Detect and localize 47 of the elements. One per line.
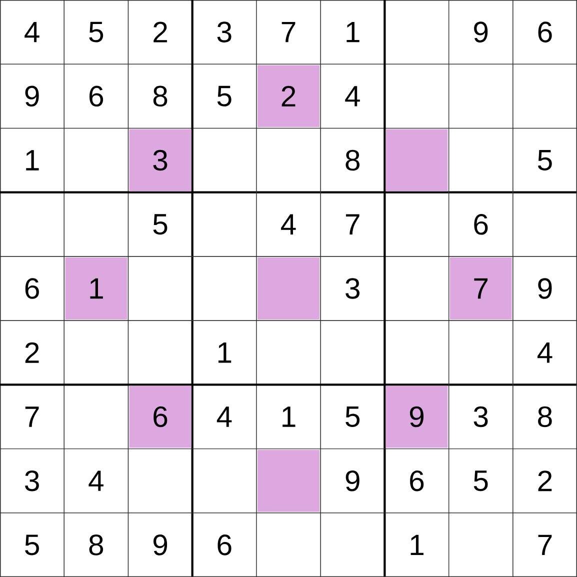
cell-digit: 8 xyxy=(538,406,552,428)
cell-digit: 5 xyxy=(217,86,232,106)
cell-digit: 7 xyxy=(346,214,360,234)
cell-digit: 9 xyxy=(346,470,360,492)
cell-digit: 2 xyxy=(25,342,39,363)
cell-digit: 1 xyxy=(218,342,232,363)
highlighted-cell: 9 xyxy=(386,386,448,448)
cell-digit: 3 xyxy=(25,470,39,492)
cell-digit: 7 xyxy=(538,534,552,556)
cell-digit: 1 xyxy=(410,534,424,556)
cell-digit: 1 xyxy=(346,22,360,42)
cell-digit: 4 xyxy=(281,214,296,234)
cell-digit: 2 xyxy=(538,470,552,492)
highlighted-cell: 7 xyxy=(450,258,512,320)
cell-digit: 4 xyxy=(88,470,104,491)
highlighted-cell: 1 xyxy=(65,258,128,320)
highlighted-cell xyxy=(386,129,448,192)
cell-digit: 9 xyxy=(474,22,488,42)
cell-digit: 5 xyxy=(153,214,168,235)
cell-digit: 4 xyxy=(537,342,552,363)
cell-digit: 5 xyxy=(538,150,552,171)
cell-digit: 1 xyxy=(282,406,296,427)
cell-digit: 5 xyxy=(25,534,39,556)
cell-digit: 3 xyxy=(217,22,232,42)
highlighted-cell xyxy=(258,450,320,512)
cell-digit: 2 xyxy=(154,22,167,42)
cell-digit: 9 xyxy=(154,534,168,556)
cell-digit: 8 xyxy=(89,534,104,556)
cell-digit: 6 xyxy=(474,214,488,235)
cell-digit: 7 xyxy=(25,406,39,427)
highlighted-cell: 3 xyxy=(129,129,192,192)
cell-digit: 4 xyxy=(216,406,232,427)
cell-digit: 4 xyxy=(24,22,40,42)
cell-digit: 1 xyxy=(26,150,39,170)
cell-digit: 5 xyxy=(474,470,488,492)
highlighted-cell xyxy=(258,258,320,320)
cell-digit: 6 xyxy=(538,22,552,42)
cell-digit: 9 xyxy=(25,86,39,107)
cell-digit: 5 xyxy=(346,406,360,427)
cell-digit: 5 xyxy=(89,22,104,42)
highlighted-cell: 2 xyxy=(258,65,320,128)
cell-digit: 6 xyxy=(218,534,232,556)
highlighted-cell: 6 xyxy=(129,386,192,448)
cell-digit: 3 xyxy=(474,406,488,428)
cell-digit: 8 xyxy=(346,150,360,171)
cell-digit: 4 xyxy=(345,86,360,106)
cell-digit: 6 xyxy=(90,86,104,107)
